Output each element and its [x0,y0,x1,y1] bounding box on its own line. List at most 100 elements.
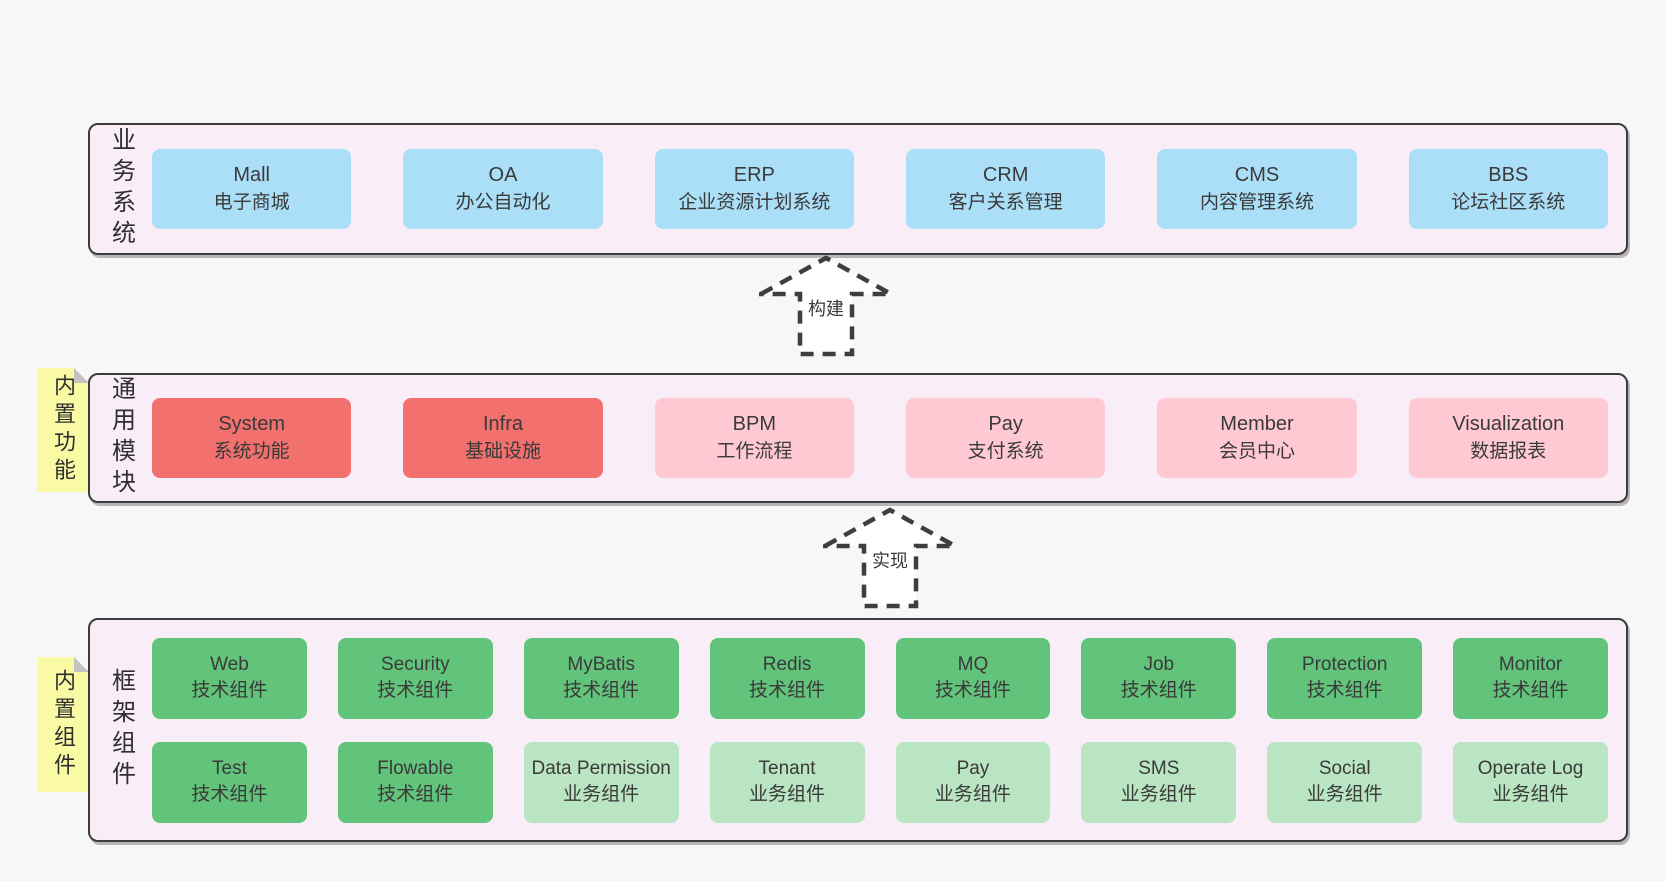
module-description: 技术组件 [377,680,454,701]
module-box-data-permission: Data Permission 业务组件 [523,741,679,823]
sticky-note-built-in-components: 内置组件 [37,657,89,792]
module-box-redis: Redis 技术组件 [709,637,865,719]
module-name: Web [210,653,249,675]
module-box-flowable: Flowable 技术组件 [337,741,493,823]
sticky-note-label: 内置组件 [51,668,76,781]
module-box-infra: Infra 基础设施 [403,398,603,478]
module-description: 客户关系管理 [948,191,1063,213]
module-name: Test [212,757,247,779]
module-name: CMS [1234,164,1280,187]
module-box-visualization: Visualization 数据报表 [1408,398,1608,478]
module-description: 系统功能 [213,440,290,462]
module-box-oa: OA 办公自动化 [403,149,603,229]
band-common-modules-boxes: System 系统功能 Infra 基础设施 BPM 工作流程 Pay 支付系统 Member 会… [152,398,1608,478]
arrow-label-implement: 实现 [869,546,911,574]
module-description: 业务组件 [934,784,1011,805]
module-name: Operate Log [1477,757,1584,779]
module-name: ERP [733,164,775,187]
module-name: OA [488,164,518,187]
module-box-cms: CMS 内容管理系统 [1157,149,1357,229]
module-name: Tenant [758,757,816,779]
band-business-systems-boxes: Mall 电子商城 OA 办公自动化 ERP 企业资源计划系统 CRM 客户关系管理 CMS 内容… [152,149,1608,229]
module-box-mall: Mall 电子商城 [152,149,352,229]
module-description: 技术组件 [1306,680,1383,701]
module-description: 办公自动化 [455,191,551,213]
band-business-systems: 业务系统 Mall 电子商城 OA 办公自动化 ERP 企业资源计划系统 CRM 客户关系管理… [88,123,1628,255]
module-description: 业务组件 [563,784,640,805]
module-name: CRM [982,164,1029,187]
module-box-pay: Pay 支付系统 [905,398,1106,478]
sticky-note-built-in-features: 内置功能 [37,368,89,492]
module-box-system: System 系统功能 [152,398,352,478]
module-description: 数据报表 [1470,440,1547,462]
module-name: MyBatis [567,653,635,675]
module-description: 技术组件 [934,680,1011,701]
module-box-job: Job 技术组件 [1081,637,1237,719]
module-name: Social [1318,757,1371,779]
module-description: 工作流程 [716,440,793,462]
module-box-pay: Pay 业务组件 [895,741,1051,823]
module-name: SMS [1138,757,1180,779]
module-description: 技术组件 [377,784,454,805]
module-box-erp: ERP 企业资源计划系统 [654,149,854,229]
module-name: Flowable [377,757,454,779]
module-box-tenant: Tenant 业务组件 [709,741,865,823]
module-box-crm: CRM 客户关系管理 [905,149,1106,229]
module-name: Pay [956,757,990,779]
module-box-protection: Protection 技术组件 [1267,637,1423,719]
module-description: 技术组件 [749,680,826,701]
arrow-label-build: 构建 [805,294,847,322]
sticky-note-label: 内置功能 [51,374,76,486]
module-description: 基础设施 [464,440,541,462]
module-box-test: Test 技术组件 [152,741,307,823]
band-title: 通用模块 [107,376,135,500]
module-description: 技术组件 [1120,680,1197,701]
module-description: 内容管理系统 [1199,191,1314,213]
module-box-web: Web 技术组件 [152,637,307,719]
module-name: Redis [762,653,812,675]
module-description: 支付系统 [967,440,1044,462]
module-box-bbs: BBS 论坛社区系统 [1408,149,1608,229]
module-name: Mall [233,164,270,187]
module-name: Infra [482,413,523,436]
module-description: 业务组件 [1120,784,1197,805]
module-description: 技术组件 [1492,680,1569,701]
module-description: 业务组件 [1492,784,1569,805]
module-box-member: Member 会员中心 [1157,398,1357,478]
module-description: 会员中心 [1218,440,1295,462]
dashed-up-arrow-build: 构建 [759,254,893,358]
module-box-operate-log: Operate Log 业务组件 [1453,741,1608,823]
module-box-mybatis: MyBatis 技术组件 [523,637,679,719]
module-description: 技术组件 [191,680,268,701]
module-name: System [218,413,285,436]
module-description: 业务组件 [749,784,826,805]
module-name: Visualization [1452,413,1565,436]
module-name: Member [1220,413,1294,436]
module-name: Job [1143,653,1175,675]
module-name: Protection [1301,653,1388,675]
dashed-up-arrow-implement: 实现 [823,506,957,610]
module-name: Data Permission [531,757,671,779]
band-common-modules: 通用模块 System 系统功能 Infra 基础设施 BPM 工作流程 Pay 支付系统 Me… [88,373,1628,503]
module-description: 论坛社区系统 [1451,191,1566,213]
module-box-mq: MQ 技术组件 [895,637,1051,719]
module-box-sms: SMS 业务组件 [1081,741,1237,823]
module-name: Pay [988,413,1023,436]
module-box-bpm: BPM 工作流程 [654,398,854,478]
band-title: 框架组件 [107,668,135,792]
module-description: 企业资源计划系统 [678,191,831,213]
module-description: 技术组件 [563,680,640,701]
module-name: MQ [957,653,989,675]
module-name: BBS [1488,164,1529,187]
module-name: BPM [732,413,776,436]
module-box-social: Social 业务组件 [1267,741,1423,823]
module-description: 业务组件 [1306,784,1383,805]
module-description: 电子商城 [213,191,290,213]
module-description: 技术组件 [191,784,268,805]
band-title: 业务系统 [107,127,135,251]
